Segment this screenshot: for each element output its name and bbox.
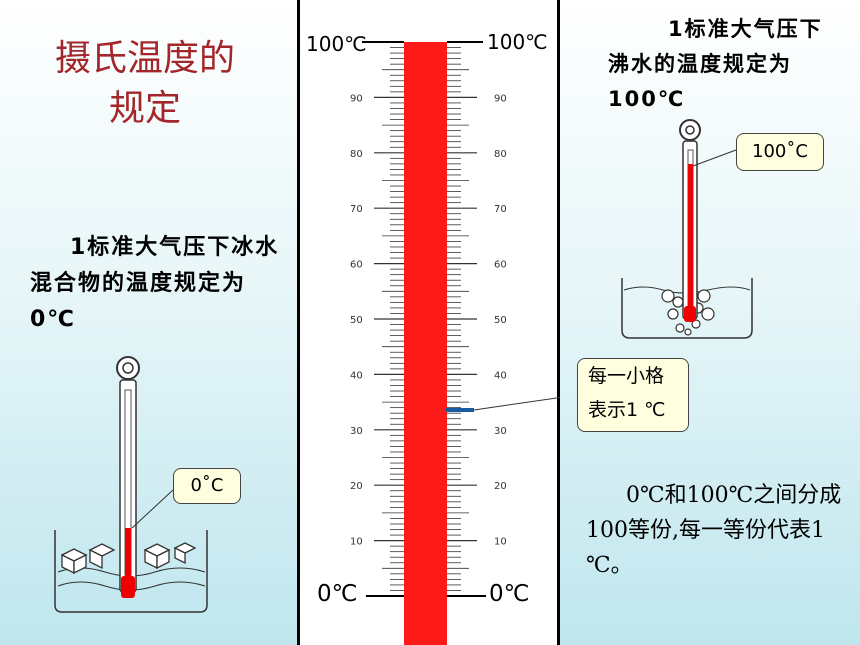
tick-label-left: 30 <box>350 426 363 437</box>
tick-label-left: 10 <box>350 537 363 548</box>
tick-labels: 90 90 80 80 70 70 60 60 50 50 40 40 30 30 20 20 10 10 <box>350 93 507 547</box>
scale-division-callout: 每一小格 表示1 ℃ <box>577 358 689 432</box>
tick-label-right: 90 <box>494 93 507 104</box>
right-scale-ticks <box>447 47 477 591</box>
tick-label-left: 60 <box>350 260 363 271</box>
tick-label-left: 40 <box>350 370 363 381</box>
tick-label-right: 30 <box>494 426 507 437</box>
boiling-point-callout: 100˚C <box>736 133 824 171</box>
left-scale-ticks <box>374 47 404 591</box>
tick-label-right: 70 <box>494 204 507 215</box>
tick-label-right: 80 <box>494 149 507 160</box>
celsius-scale-diagram: 90 90 80 80 70 70 60 60 50 50 40 40 30 30 20 20 10 10 <box>350 41 560 645</box>
callout-line-2: 表示1 ℃ <box>588 399 666 421</box>
boiling-water-thermometer-illustration <box>621 119 753 339</box>
scale-top-right-label: 100℃ <box>487 30 548 54</box>
page-title: 摄氏温度的 规定 <box>20 34 270 134</box>
title-line-2: 规定 <box>108 88 181 129</box>
divider-right <box>557 0 560 645</box>
tick-label-left: 20 <box>350 481 363 492</box>
scale-top-left-label: 100℃ <box>306 32 367 56</box>
tick-label-right: 10 <box>494 537 507 548</box>
mercury-column <box>404 42 447 645</box>
tick-label-left: 50 <box>350 315 363 326</box>
ice-point-description: 1标准大气压下冰水混合物的温度规定为0℃ <box>30 235 280 332</box>
division-explanation: 0℃和100℃之间分成100等份,每一等份代表1 ℃。 <box>586 483 842 578</box>
divider-left <box>297 0 300 645</box>
ice-point-callout: 0˚C <box>173 468 241 504</box>
tick-label-left: 80 <box>350 149 363 160</box>
ice-water-thermometer-illustration <box>54 356 208 613</box>
callout-line-1: 每一小格 <box>588 365 665 387</box>
scale-bottom-left-label: 0℃ <box>317 581 358 607</box>
tick-label-right: 60 <box>494 260 507 271</box>
tick-label-right: 20 <box>494 481 507 492</box>
tick-label-right: 40 <box>494 370 507 381</box>
right-panel <box>560 0 860 645</box>
title-line-1: 摄氏温度的 <box>54 38 235 79</box>
scale-bottom-right-label: 0℃ <box>489 581 530 607</box>
marker-pointer-line <box>473 396 560 411</box>
tick-label-right: 50 <box>494 315 507 326</box>
tick-label-left: 90 <box>350 93 363 104</box>
boiling-point-description: 1标准大气压下沸水的温度规定为100℃ <box>608 17 823 111</box>
left-panel <box>0 0 298 645</box>
tick-label-left: 70 <box>350 204 363 215</box>
